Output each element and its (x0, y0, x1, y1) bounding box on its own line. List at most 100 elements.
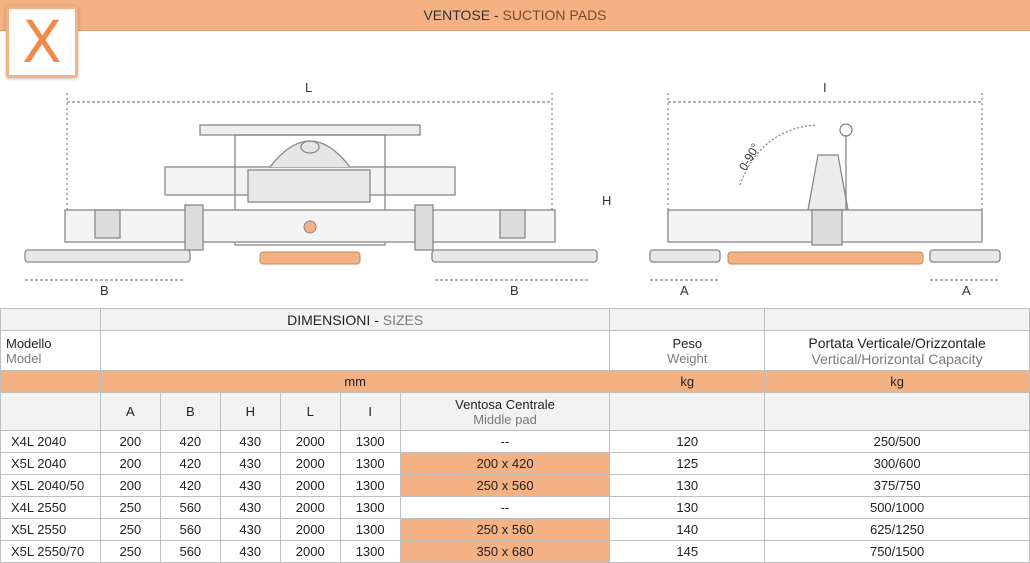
capacity-label-en: Vertical/Horizontal Capacity (811, 350, 983, 367)
table-label-row: Modello Model Peso Weight Portata Vertic… (0, 330, 1030, 371)
i-cell: 1300 (339, 452, 401, 475)
weight-cell: 145 (609, 540, 766, 563)
b-cell: 420 (159, 430, 221, 453)
i-cell: 1300 (339, 540, 401, 563)
middle-pad-cell: 350 x 680 (399, 540, 611, 563)
l-cell: 2000 (279, 430, 341, 453)
dim-A-right-label: A (962, 283, 971, 298)
dimensions-header: DIMENSIONI - SIZES (99, 308, 611, 331)
side-view-drawing: I A A 0-90° (640, 75, 1010, 305)
a-cell: 200 (99, 430, 161, 453)
model-cell: X5L 2040/50 (0, 474, 101, 497)
a-cell: 250 (99, 518, 161, 541)
h-cell: 430 (219, 430, 281, 453)
l-cell: 2000 (279, 496, 341, 519)
model-cell: X5L 2550 (0, 518, 101, 541)
b-cell: 560 (159, 496, 221, 519)
sizes-table: DIMENSIONI - SIZES Modello Model Peso We… (0, 308, 1030, 563)
i-cell: 1300 (339, 518, 401, 541)
col-A-header: A (99, 392, 161, 431)
h-cell: 430 (219, 452, 281, 475)
model-label-it: Modello (6, 335, 52, 351)
dim-I-label: I (823, 80, 827, 95)
dimensions-header-sub: SIZES (382, 311, 424, 328)
capacity-cell: 750/1500 (764, 540, 1030, 563)
b-cell: 420 (159, 474, 221, 497)
capacity-label-it: Portata Verticale/Orizzontale (808, 334, 986, 351)
dim-B-left-label: B (100, 283, 109, 298)
dimensions-header-main: DIMENSIONI - (287, 311, 379, 328)
b-cell: 560 (159, 518, 221, 541)
a-cell: 200 (99, 452, 161, 475)
title-main: VENTOSE - (423, 7, 499, 23)
weight-cell: 130 (609, 496, 766, 519)
h-cell: 430 (219, 496, 281, 519)
middle-pad-cell: 200 x 420 (399, 452, 611, 475)
b-cell: 560 (159, 540, 221, 563)
l-cell: 2000 (279, 540, 341, 563)
unit-kg-weight: kg (609, 370, 766, 393)
i-cell: 1300 (339, 430, 401, 453)
model-header: Modello Model (0, 330, 101, 371)
table-group-header-row: DIMENSIONI - SIZES (0, 308, 1030, 331)
capacity-header: Portata Verticale/Orizzontale Vertical/H… (764, 330, 1030, 371)
a-cell: 250 (99, 496, 161, 519)
weight-label-it: Peso (672, 335, 703, 351)
l-cell: 2000 (279, 474, 341, 497)
weight-cell: 140 (609, 518, 766, 541)
col-I-header: I (339, 392, 401, 431)
middle-pad-cell: 250 x 560 (399, 518, 611, 541)
dim-A-left-label: A (680, 283, 689, 298)
capacity-cell: 375/750 (764, 474, 1030, 497)
model-cell: X5L 2550/70 (0, 540, 101, 563)
h-cell: 430 (219, 474, 281, 497)
capacity-cell: 250/500 (764, 430, 1030, 453)
model-cell: X4L 2040 (0, 430, 101, 453)
b-cell: 420 (159, 452, 221, 475)
h-cell: 430 (219, 540, 281, 563)
col-H-header: H (219, 392, 281, 431)
middle-pad-cell: -- (399, 496, 611, 519)
col-L-header: L (279, 392, 341, 431)
middle-pad-label-it: Ventosa Centrale (455, 396, 555, 412)
i-cell: 1300 (339, 496, 401, 519)
a-cell: 200 (99, 474, 161, 497)
h-cell: 430 (219, 518, 281, 541)
dim-H-label: H (602, 193, 612, 208)
i-cell: 1300 (339, 474, 401, 497)
dim-L-label: L (305, 80, 313, 95)
unit-kg-capacity: kg (764, 370, 1030, 393)
x-logo: X (6, 6, 78, 78)
capacity-cell: 300/600 (764, 452, 1030, 475)
weight-label-en: Weight (667, 350, 708, 366)
l-cell: 2000 (279, 452, 341, 475)
front-view-drawing: L B B H (20, 75, 621, 305)
a-cell: 250 (99, 540, 161, 563)
capacity-cell: 625/1250 (764, 518, 1030, 541)
model-label-en: Model (6, 350, 42, 366)
col-B-header: B (159, 392, 221, 431)
column-header-row: A B H L I Ventosa Centrale Middle pad (0, 392, 1030, 431)
model-cell: X4L 2550 (0, 496, 101, 519)
weight-cell: 130 (609, 474, 766, 497)
middle-pad-cell: -- (399, 430, 611, 453)
middle-pad-label-en: Middle pad (473, 411, 537, 427)
l-cell: 2000 (279, 518, 341, 541)
side-view-svg (649, 93, 1001, 281)
middle-pad-cell: 250 x 560 (399, 474, 611, 497)
units-row: mm kg kg (0, 370, 1030, 393)
title-sub: SUCTION PADS (502, 7, 607, 23)
weight-cell: 120 (609, 430, 766, 453)
capacity-cell: 500/1000 (764, 496, 1030, 519)
model-cell: X5L 2040 (0, 452, 101, 475)
front-view-svg (24, 93, 621, 281)
middle-pad-header: Ventosa Centrale Middle pad (399, 392, 611, 431)
weight-header: Peso Weight (609, 330, 766, 371)
unit-mm: mm (99, 370, 611, 393)
title-bar: VENTOSE - SUCTION PADS (0, 0, 1030, 31)
